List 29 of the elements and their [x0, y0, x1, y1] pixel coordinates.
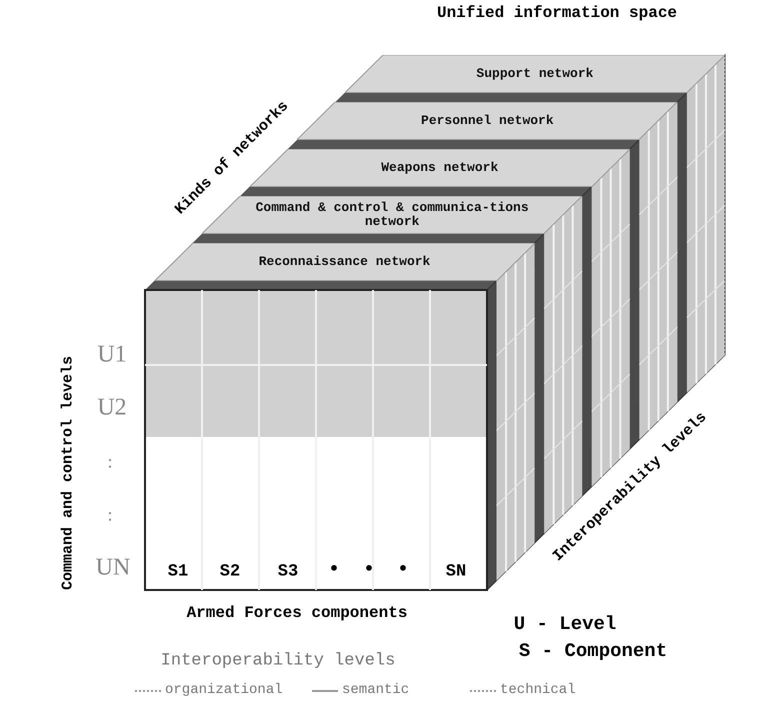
network-layer [344, 55, 725, 93]
legend-text: semantic [342, 682, 410, 698]
level-label: UN [96, 554, 130, 582]
component-label: S3 [278, 562, 298, 582]
layer-title: Weapons network [380, 160, 500, 175]
component-label: S1 [168, 562, 188, 582]
level-label: : [108, 504, 112, 526]
axis-label: Command and control levels [60, 354, 76, 590]
key-text: S - Component [518, 640, 668, 662]
axis-label: Armed Forces components [186, 604, 408, 622]
component-label: SN [446, 562, 466, 582]
component-label: S2 [220, 562, 240, 582]
legend-text: technical [500, 682, 576, 698]
network-layer [154, 243, 535, 281]
level-label: U1 [97, 342, 127, 368]
component-label: • [397, 558, 409, 582]
level-label: U2 [97, 394, 127, 422]
diagram-title: Unified information space [436, 4, 678, 22]
layer-title: Personnel network [420, 114, 555, 128]
level-label: : [108, 452, 112, 472]
legend-heading: Interoperability levels [160, 652, 396, 670]
component-label: • [363, 558, 375, 582]
component-label: • [328, 558, 340, 582]
key-text: U - Level [514, 613, 616, 635]
network-layer [297, 102, 678, 140]
layer-title: Command & control & communica-tions network [254, 200, 530, 229]
layer-title: Support network [475, 66, 594, 81]
layer-title: Reconnaissance network [258, 254, 432, 269]
legend-text: organizational [165, 682, 283, 698]
